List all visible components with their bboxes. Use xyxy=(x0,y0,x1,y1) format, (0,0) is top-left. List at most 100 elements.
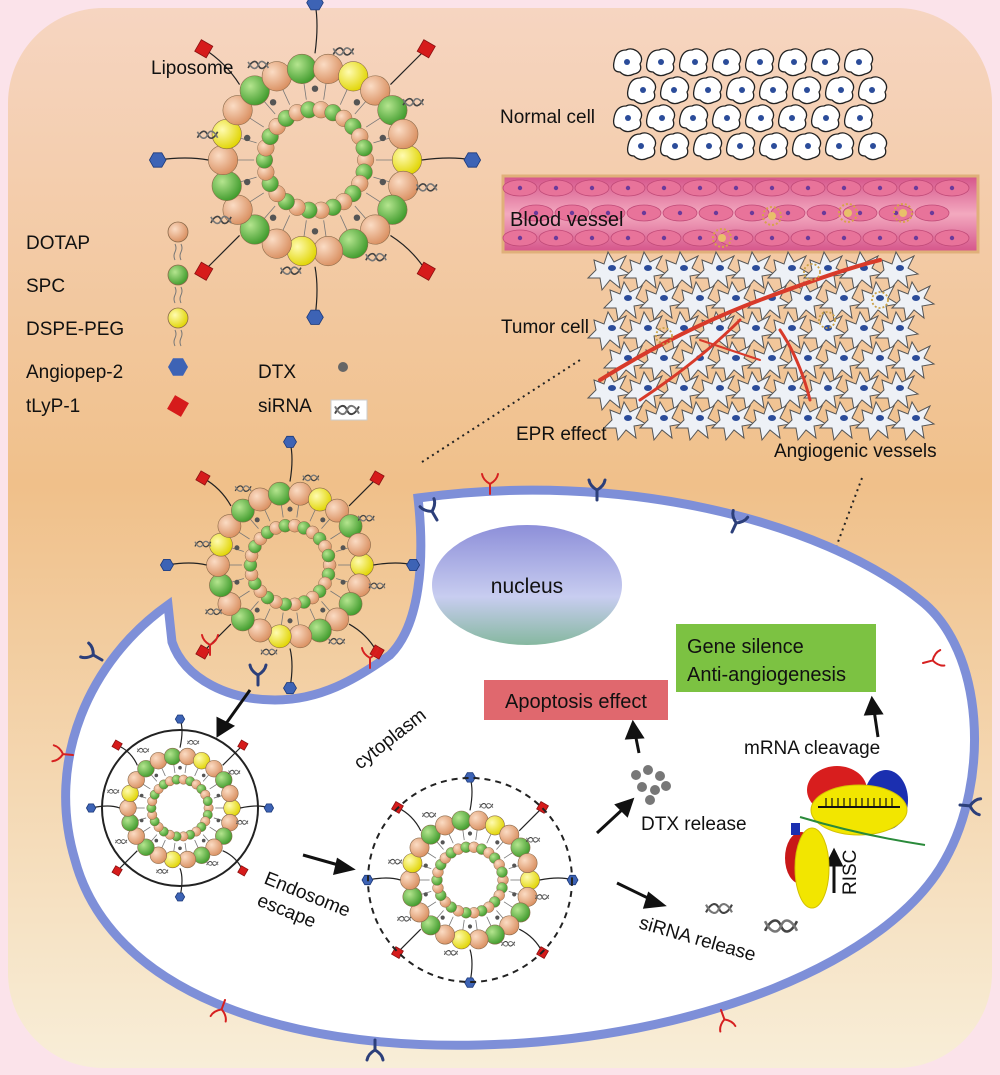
legend-label: tLyP-1 xyxy=(26,396,80,417)
tlyp-ligand xyxy=(369,470,385,486)
tlyp-ligand xyxy=(194,261,214,281)
extravasated-liposome xyxy=(803,263,821,281)
sirna-strand xyxy=(365,252,387,262)
endothelial-cell xyxy=(806,204,842,222)
internalization-arrowhead xyxy=(216,716,236,738)
tumor-cell xyxy=(818,400,864,442)
sirna-release-arrowhead xyxy=(642,891,667,909)
endothelial-cell xyxy=(862,229,898,247)
tumor-cell xyxy=(622,370,668,412)
tumor-cell xyxy=(730,310,776,352)
tlyp-square-icon xyxy=(167,395,189,417)
endothelial-cell xyxy=(610,229,646,247)
receptor-blue xyxy=(418,497,439,522)
tumor-cell xyxy=(746,400,792,442)
risc-yellow-body xyxy=(810,784,908,836)
endothelial-cell xyxy=(610,179,646,197)
tumor-cell xyxy=(890,280,936,322)
receptor-blue xyxy=(730,508,750,534)
angiopep-ligand xyxy=(148,152,167,168)
sirna-strand xyxy=(535,894,550,900)
angiogenic-vessels-label: Angiogenic vessels xyxy=(774,441,937,462)
nucleus-label: nucleus xyxy=(491,575,563,598)
angiogenic-vessel xyxy=(638,318,742,402)
angiopep-ligand xyxy=(306,0,324,11)
sirna-strand xyxy=(328,637,346,645)
nucleus xyxy=(432,525,622,645)
extravasated-liposome xyxy=(818,311,836,329)
sirna-strand xyxy=(196,130,219,139)
sirna-strand xyxy=(332,47,355,56)
tlyp-ligand xyxy=(194,39,214,59)
sirna-strand xyxy=(187,739,200,745)
dtx-dot xyxy=(645,795,655,805)
risc-small-blue-patch xyxy=(791,823,800,835)
tumor-cell xyxy=(638,400,684,442)
sirna-strand xyxy=(443,950,459,956)
epr-effect-label: EPR effect xyxy=(516,424,607,445)
normal-cell xyxy=(810,104,841,133)
tumor-cell xyxy=(854,280,900,322)
sirna-strand xyxy=(136,747,150,753)
tumor-cell xyxy=(658,370,704,412)
endothelial-cell xyxy=(878,204,914,222)
receptor-red xyxy=(361,647,379,669)
sirna-strand xyxy=(156,868,169,874)
angiogenic-vessel xyxy=(699,339,761,361)
endothelial-cell xyxy=(842,204,878,222)
dtx-dot-icon xyxy=(338,362,348,372)
tumor-cell xyxy=(838,310,884,352)
sirna-strand xyxy=(415,183,438,192)
sirna-strand xyxy=(205,608,223,616)
tlyp-ligand xyxy=(111,739,123,751)
risc-complex xyxy=(785,766,926,909)
tumor-cell xyxy=(782,340,828,382)
receptor-red xyxy=(719,1009,737,1033)
receptor-red xyxy=(481,473,499,495)
endothelial-cell xyxy=(502,179,538,197)
sirna-strand xyxy=(247,60,270,70)
endothelial-cell xyxy=(662,204,698,222)
dtx-dot xyxy=(637,782,647,792)
normal-cell xyxy=(678,48,709,77)
sirna-strand xyxy=(260,648,278,656)
dtx-released-dots xyxy=(631,765,671,805)
tlyp-ligand xyxy=(237,739,249,751)
blood-vessel xyxy=(501,174,980,254)
tumor-cell xyxy=(766,250,812,292)
tumor-cell xyxy=(782,400,828,442)
dtx-release-label: DTX release xyxy=(641,814,747,835)
sirna-strand xyxy=(279,266,302,275)
tumor-cell xyxy=(586,310,632,352)
tlyp-ligand xyxy=(195,644,211,660)
endothelial-cell xyxy=(914,204,950,222)
tumor-cell xyxy=(854,340,900,382)
tumor-cell xyxy=(766,370,812,412)
sirna-legend-helix xyxy=(334,404,360,416)
normal-cell xyxy=(659,76,690,105)
angiogenic-vessel xyxy=(778,328,812,402)
gene-silence-arrowhead xyxy=(863,695,884,716)
escaped-liposome-circle xyxy=(367,777,573,983)
sirna-helix-icon xyxy=(330,399,368,421)
liposome-particle xyxy=(85,714,275,902)
tumor-cell xyxy=(854,400,900,442)
tumor-cell xyxy=(710,400,756,442)
angiopep-ligand xyxy=(263,803,275,813)
tumor-cell xyxy=(602,340,648,382)
endothelial-cell xyxy=(790,229,826,247)
normal-cell xyxy=(626,76,657,105)
gene-silence-box xyxy=(676,624,876,692)
tumor-cell xyxy=(890,340,936,382)
process-arrows xyxy=(216,689,884,909)
tumor-cell xyxy=(874,250,920,292)
normal-cell xyxy=(777,104,808,133)
normal-cell xyxy=(744,104,775,133)
apoptosis-effect-box xyxy=(484,680,668,720)
sirna-strand xyxy=(302,474,320,482)
endothelial-cell xyxy=(770,204,806,222)
normal-cell xyxy=(692,132,723,161)
normal-cell xyxy=(612,104,643,133)
